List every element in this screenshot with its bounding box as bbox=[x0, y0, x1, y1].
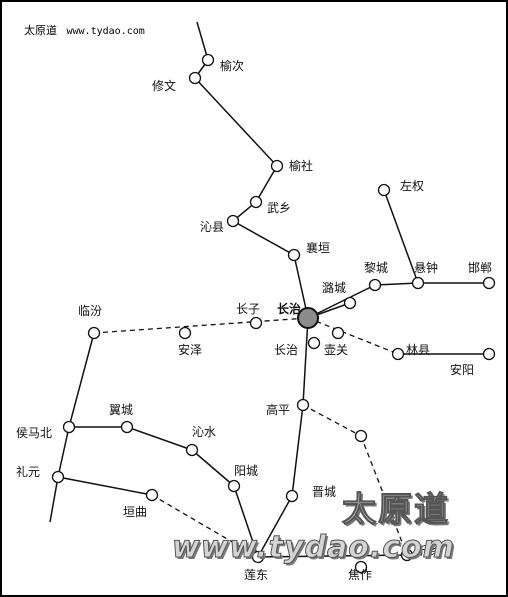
station-label-yangcheng: 阳城 bbox=[234, 464, 258, 478]
station-label-liandong: 莲东 bbox=[244, 568, 268, 582]
rail-segment bbox=[302, 317, 309, 406]
station-marker bbox=[482, 347, 496, 361]
station-marker bbox=[87, 326, 101, 340]
site-url: www.tydao.com bbox=[66, 26, 145, 37]
station-label-yuci: 榆次 bbox=[220, 58, 244, 73]
station-marker bbox=[331, 326, 345, 340]
station-label-gaoping: 高平 bbox=[266, 402, 290, 417]
rail-segment bbox=[233, 485, 259, 558]
station-marker bbox=[343, 296, 357, 310]
station-marker bbox=[377, 183, 391, 197]
planned-rail-segment bbox=[151, 494, 259, 558]
station-marker bbox=[249, 316, 263, 330]
station-label-jincheng: 晋城 bbox=[312, 485, 336, 499]
station-label-zhangzi: 长子 bbox=[236, 302, 260, 316]
rail-segment bbox=[291, 404, 304, 497]
rail-segment bbox=[57, 426, 70, 478]
station-marker bbox=[188, 71, 202, 85]
station-label-qinxian: 沁县 bbox=[200, 220, 224, 234]
station-marker bbox=[400, 548, 414, 562]
rail-segment bbox=[49, 476, 59, 523]
station-label-zuoquan: 左权 bbox=[400, 178, 424, 193]
station-label-huguan: 壶关 bbox=[324, 342, 348, 357]
station-label-jiaozuo: 焦作 bbox=[348, 568, 372, 582]
rail-segment bbox=[232, 220, 295, 256]
station-marker bbox=[482, 276, 496, 290]
station-marker bbox=[145, 488, 159, 502]
station-label-liyuan: 礼元 bbox=[16, 464, 40, 479]
rail-segment bbox=[196, 21, 209, 61]
station-marker bbox=[270, 159, 284, 173]
station-label-xiuwen: 修文 bbox=[152, 78, 176, 93]
station-marker bbox=[185, 443, 199, 457]
rail-segment bbox=[191, 449, 235, 487]
station-marker bbox=[226, 214, 240, 228]
rail-segment bbox=[374, 282, 419, 286]
station-marker bbox=[287, 248, 301, 262]
rail-segment bbox=[257, 495, 293, 558]
station-label-handan: 邯郸 bbox=[468, 260, 492, 275]
planned-rail-segment bbox=[93, 317, 309, 334]
station-label-anyang: 安阳 bbox=[450, 362, 474, 377]
station-label-yicheng: 翼城 bbox=[109, 403, 133, 417]
planned-rail-segment bbox=[307, 317, 399, 355]
station-label-linfen: 临汾 bbox=[78, 304, 102, 318]
watermark-url: www.tydao.com bbox=[172, 530, 455, 566]
station-marker bbox=[307, 336, 321, 350]
station-marker bbox=[201, 53, 215, 67]
station-label-qinshui: 沁水 bbox=[192, 425, 216, 439]
station-label-xiangyuan: 襄垣 bbox=[306, 240, 330, 255]
hub-station-marker bbox=[297, 307, 319, 329]
station-label-xinxiang: 新乡 bbox=[415, 543, 439, 558]
watermark-title: 太原道 bbox=[342, 490, 450, 531]
station-label-changzhi-hub: 长治 bbox=[277, 301, 301, 316]
rail-segment bbox=[383, 189, 419, 284]
rail-segment bbox=[57, 476, 153, 496]
station-label-wuxiang: 武乡 bbox=[267, 201, 291, 215]
station-marker bbox=[251, 550, 265, 564]
station-markers bbox=[51, 53, 496, 574]
site-name: 太原道 bbox=[24, 24, 57, 37]
station-label-shexian: 悬钟 bbox=[414, 260, 438, 275]
rail-segment bbox=[194, 77, 278, 167]
station-label-houmabei: 侯马北 bbox=[16, 426, 52, 440]
rail-segment bbox=[68, 332, 95, 428]
station-label-licheng: 黎城 bbox=[364, 261, 388, 275]
station-marker bbox=[178, 326, 192, 340]
station-label-luchheng: 潞城 bbox=[322, 280, 346, 295]
station-labels: 榆次修文榆社武乡沁县襄垣左权黎城潞城悬钟邯郸临汾长子长治安泽长治壶关林县安阳高平… bbox=[16, 58, 492, 582]
station-marker bbox=[368, 278, 382, 292]
station-label-yuanqu: 垣曲 bbox=[123, 505, 147, 519]
station-label-anze: 安泽 bbox=[178, 342, 202, 357]
station-marker bbox=[391, 347, 405, 361]
rail-segment bbox=[257, 554, 408, 558]
station-label-linxian: 林县 bbox=[406, 343, 430, 357]
station-marker bbox=[354, 429, 368, 443]
station-marker bbox=[51, 470, 65, 484]
station-marker bbox=[227, 479, 241, 493]
rail-segment bbox=[307, 284, 376, 319]
planned-rail-segment bbox=[302, 404, 362, 437]
station-marker bbox=[354, 560, 368, 574]
station-label-yushe: 榆社 bbox=[289, 158, 313, 173]
station-marker bbox=[285, 489, 299, 503]
station-marker bbox=[411, 276, 425, 290]
rail-segment bbox=[126, 426, 193, 451]
station-label-changzhi: 长治 bbox=[274, 343, 298, 357]
rail-segment bbox=[255, 165, 278, 203]
station-marker bbox=[296, 398, 310, 412]
station-marker bbox=[249, 195, 263, 209]
railway-lines bbox=[49, 21, 489, 558]
station-marker bbox=[62, 420, 76, 434]
planned-rail-segment bbox=[360, 435, 408, 556]
station-marker bbox=[120, 420, 134, 434]
site-header: 太原道 www.tydao.com bbox=[24, 22, 145, 38]
